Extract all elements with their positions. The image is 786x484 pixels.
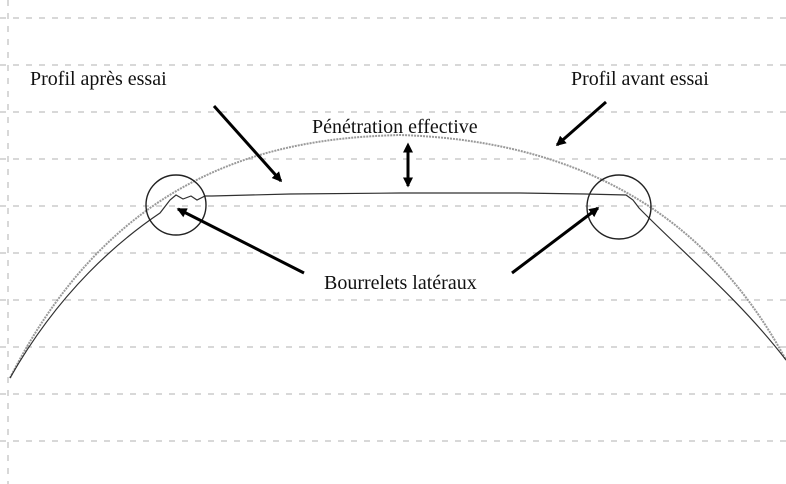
label-effective-penetration: Pénétration effective — [312, 116, 478, 138]
arrow-profile-after — [212, 105, 283, 183]
arrow-right-bead — [511, 206, 600, 275]
profile-before-curve — [9, 133, 786, 379]
left-bead-circle — [145, 174, 207, 236]
label-profile-before: Profil avant essai — [571, 68, 709, 90]
profile-after-curve — [9, 192, 786, 379]
arrow-profile-before — [555, 100, 607, 147]
label-profile-after: Profil après essai — [30, 68, 167, 90]
arrow-left-bead — [176, 207, 305, 275]
right-bead-circle — [586, 174, 652, 240]
label-side-beads: Bourrelets latéraux — [324, 272, 477, 294]
